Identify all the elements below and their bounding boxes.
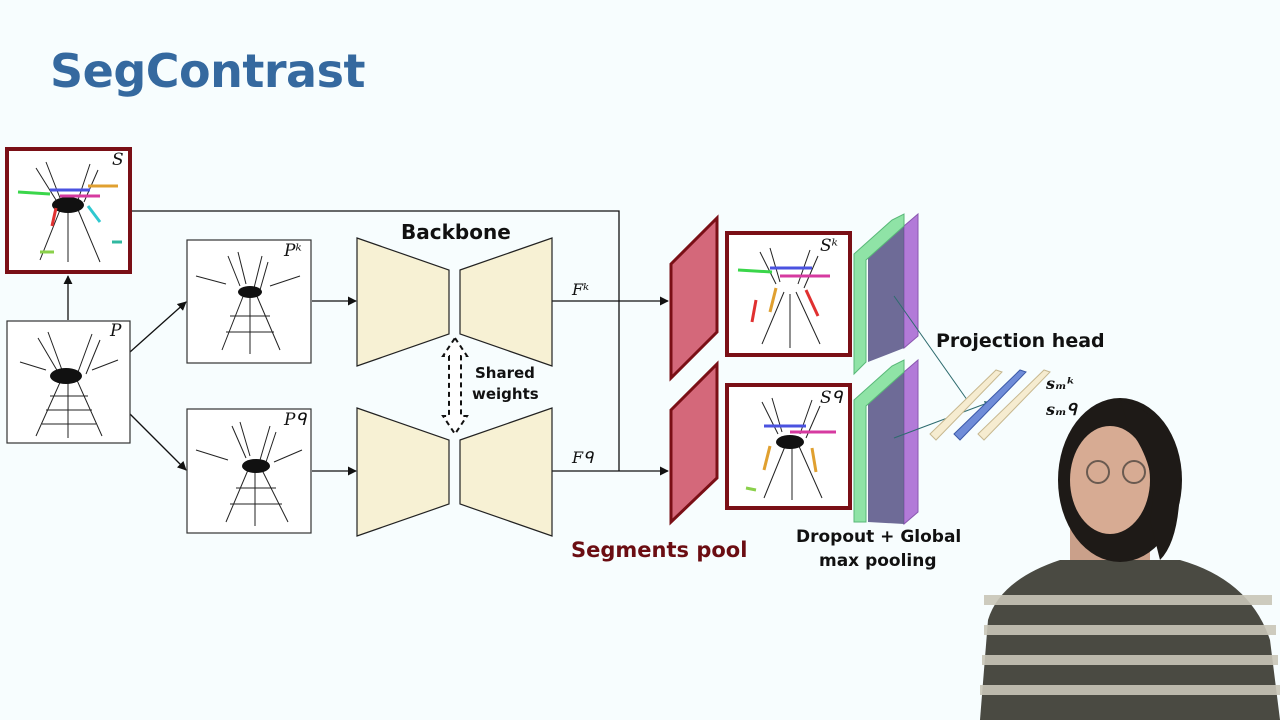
projection-head-label: Projection head	[936, 330, 1105, 352]
shared-weights-label-line2: weights	[472, 385, 539, 403]
projection-head-bars	[929, 369, 1051, 441]
features-q-symbol: Fᑫ	[572, 448, 594, 467]
segments-k-image	[725, 231, 852, 357]
arrow-p-to-pq	[129, 413, 187, 471]
segments-symbol: S	[112, 150, 124, 170]
presenter-video	[980, 398, 1280, 720]
segments-k-symbol: Sᵏ	[820, 236, 838, 256]
arrow-p-to-pk	[129, 301, 187, 353]
backbone-label: Backbone	[401, 220, 511, 244]
segments-colored-parts	[17, 184, 122, 254]
flow-lines	[63, 210, 669, 476]
segments-pool-label: Segments pool	[571, 538, 748, 562]
embedding-q-symbol: sₘᑫ	[1046, 400, 1077, 419]
point-cloud-q-image	[186, 408, 312, 534]
segments-image	[5, 147, 132, 274]
pooling-layers-q	[853, 358, 919, 526]
slide-title: SegContrast	[50, 44, 365, 98]
backbone-encoder-q	[356, 407, 553, 537]
pooling-label-line2: max pooling	[819, 551, 937, 571]
point-cloud-k-symbol: Pᵏ	[284, 241, 302, 261]
point-cloud-k-image	[186, 239, 312, 364]
features-k-symbol: Fᵏ	[572, 280, 589, 299]
segments-feed-line	[132, 210, 620, 471]
projection-arrows	[893, 295, 991, 439]
embedding-k-symbol: sₘᵏ	[1046, 374, 1076, 393]
segments-pool-k	[669, 214, 719, 382]
point-cloud-symbol: P	[110, 321, 122, 341]
shared-weights-arrow	[441, 336, 469, 436]
point-cloud-q-symbol: Pᑫ	[284, 410, 307, 430]
shared-weights-label-line1: Shared	[475, 364, 535, 382]
segments-pool-q	[669, 360, 719, 526]
segments-q-image	[725, 383, 852, 510]
point-cloud-image	[6, 320, 131, 444]
pooling-label-line1: Dropout + Global	[796, 527, 962, 547]
pooling-layers-k	[853, 212, 919, 376]
backbone-encoder-k	[356, 237, 553, 367]
segments-q-symbol: Sᑫ	[820, 388, 843, 408]
